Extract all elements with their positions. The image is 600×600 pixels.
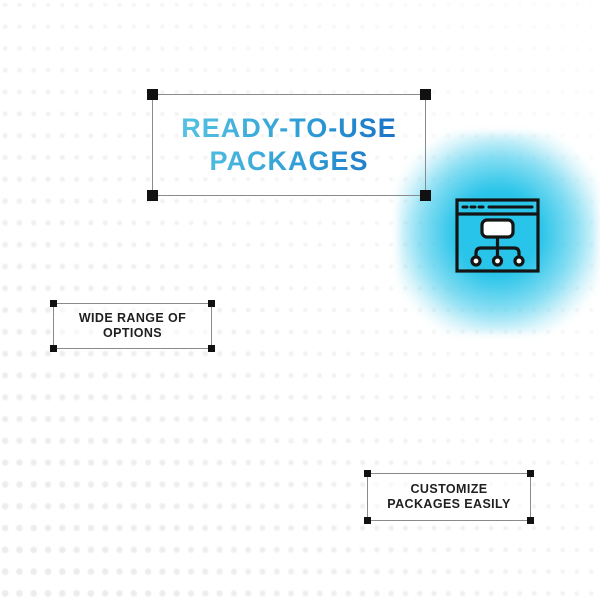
sitemap-leaf-node-middle bbox=[491, 255, 504, 267]
selection-handle-bottom-right[interactable] bbox=[420, 190, 431, 201]
selection-handle-bottom-left[interactable] bbox=[50, 345, 57, 352]
sitemap-leaf-node-left bbox=[470, 255, 482, 267]
page-title: READY-TO-USE PACKAGES bbox=[153, 95, 425, 195]
selection-handle-bottom-right[interactable] bbox=[527, 517, 534, 524]
browser-window-frame bbox=[455, 198, 540, 273]
selection-handle-bottom-left[interactable] bbox=[147, 190, 158, 201]
selection-handle-top-right[interactable] bbox=[420, 89, 431, 100]
title-line-2: PACKAGES bbox=[209, 146, 369, 176]
label-wide-range-box[interactable]: WIDE RANGE OF OPTIONS bbox=[50, 300, 215, 352]
selection-handle-top-left[interactable] bbox=[364, 470, 371, 477]
label-customize-box[interactable]: CUSTOMIZE PACKAGES EASILY bbox=[364, 470, 534, 524]
title-line-1: READY-TO-USE bbox=[181, 113, 397, 143]
label-line-1: WIDE RANGE OF bbox=[78, 311, 187, 325]
selection-handle-bottom-left[interactable] bbox=[364, 517, 371, 524]
label-line-1: CUSTOMIZE bbox=[410, 482, 488, 496]
title-selection-box[interactable]: READY-TO-USE PACKAGES bbox=[147, 89, 431, 201]
label-line-2: OPTIONS bbox=[102, 326, 163, 340]
sitemap-root-node bbox=[480, 218, 515, 239]
sitemap-leaf-node-right bbox=[513, 255, 525, 267]
selection-handle-top-right[interactable] bbox=[208, 300, 215, 307]
label-line-2: PACKAGES EASILY bbox=[387, 497, 511, 511]
selection-handle-top-left[interactable] bbox=[50, 300, 57, 307]
selection-handle-top-right[interactable] bbox=[527, 470, 534, 477]
sitemap-branch-lines bbox=[474, 246, 521, 257]
sitemap-browser-icon[interactable] bbox=[455, 198, 540, 273]
selection-handle-top-left[interactable] bbox=[147, 89, 158, 100]
selection-handle-bottom-right[interactable] bbox=[208, 345, 215, 352]
